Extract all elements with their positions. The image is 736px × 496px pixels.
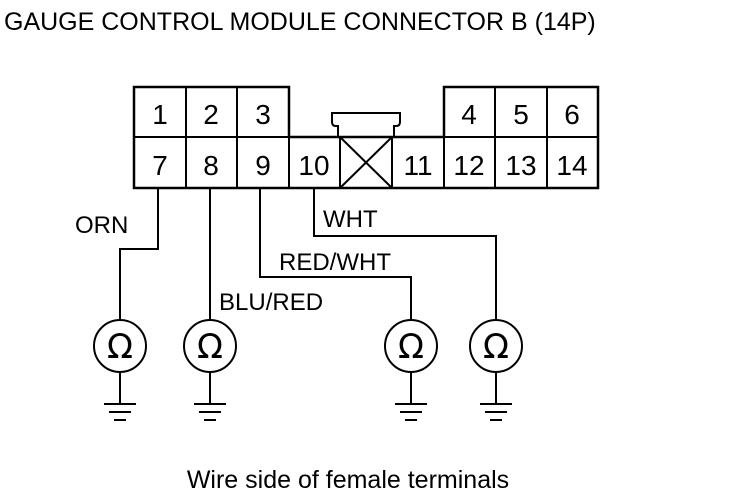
ground-icon: [395, 372, 427, 421]
pin-label-4: 4: [461, 99, 477, 130]
pin-label-5: 5: [513, 99, 529, 130]
pin-label-3: 3: [255, 99, 271, 130]
locking-tab: [331, 112, 401, 137]
connector-b: 1 2 3 4 5 6 7 8 9 10 11 12 13 14: [132, 85, 600, 190]
pin-label-14: 14: [556, 150, 587, 181]
wire-orn: [119, 188, 159, 320]
wire-label-blu-red: BLU/RED: [219, 289, 323, 316]
pin-label-13: 13: [505, 150, 536, 181]
pin-label-2: 2: [203, 99, 219, 130]
wire-label-orn: ORN: [75, 212, 128, 239]
wires: ORN BLU/RED RED/WHT WHT: [75, 188, 497, 320]
wire-red-wht: [259, 188, 412, 320]
wire-label-red-wht: RED/WHT: [279, 249, 391, 276]
ohmmeter-4: Ω: [469, 319, 523, 421]
pin-label-7: 7: [152, 150, 168, 181]
ohmmeter-2: Ω: [183, 319, 237, 421]
pin-label-12: 12: [453, 150, 484, 181]
pin-label-6: 6: [564, 99, 580, 130]
ohmmeter-3: Ω: [384, 319, 438, 421]
ground-icon: [104, 372, 136, 421]
wire-wht: [313, 188, 497, 320]
diagram-caption: Wire side of female terminals: [187, 466, 509, 494]
empty-cavity-cross: [339, 136, 393, 189]
ground-icon: [194, 372, 226, 421]
ohmmeter-1: Ω: [93, 319, 147, 421]
pin-label-8: 8: [203, 150, 219, 181]
diagram-title: GAUGE CONTROL MODULE CONNECTOR B (14P): [4, 8, 596, 36]
omega-icon: Ω: [197, 327, 223, 367]
omega-icon: Ω: [107, 327, 133, 367]
pin-label-11: 11: [403, 150, 432, 181]
omega-icon: Ω: [398, 327, 424, 367]
pin-label-10: 10: [298, 150, 329, 181]
pin-label-1: 1: [152, 99, 168, 130]
wire-label-wht: WHT: [323, 206, 378, 233]
omega-icon: Ω: [483, 327, 509, 367]
ground-icon: [480, 372, 512, 421]
pin-label-9: 9: [255, 150, 271, 181]
